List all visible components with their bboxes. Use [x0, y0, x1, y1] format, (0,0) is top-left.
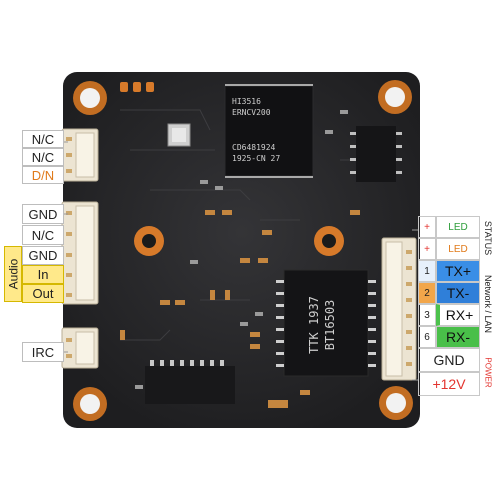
- lan-header: Network / LAN: [483, 274, 493, 334]
- label-gnd-1: GND: [22, 204, 64, 224]
- mounting-hole: [378, 80, 412, 114]
- power-12v: +12V: [418, 372, 480, 396]
- status-led-2: LED: [436, 238, 480, 260]
- soc-line-1: HI3516: [232, 97, 261, 106]
- label-gnd-2: GND: [22, 246, 64, 265]
- lan-tx-minus: TX-: [436, 282, 480, 304]
- label-day-night: D/N: [22, 166, 64, 184]
- soc-marking: HI3516 ERNCV200 CD6481924 1925-CN 27: [232, 96, 308, 164]
- label-nc-2: N/C: [22, 148, 64, 166]
- connector-irc: [61, 327, 99, 369]
- magnetic-line-2: BT16503: [323, 299, 337, 351]
- status-header: STATUS: [483, 220, 494, 256]
- power-header: POWER: [483, 356, 493, 388]
- pinout-table-right: + LED + LED STATUS 1 TX+ 2 TX- 3 RX+ 6 R…: [418, 216, 496, 396]
- label-nc-1: N/C: [22, 130, 64, 148]
- magnetic-line-1: TTK 1937: [307, 296, 321, 354]
- magnetic-marking: TTK 1937 BT16503: [306, 270, 356, 380]
- power-gnd: GND: [418, 348, 480, 372]
- lan-num-1: 1: [418, 260, 436, 282]
- lan-num-2: 2: [418, 282, 436, 304]
- connector-right: [381, 237, 417, 381]
- status-plus-2: +: [418, 238, 436, 260]
- label-nc-3: N/C: [22, 225, 64, 245]
- mounting-hole: [73, 81, 107, 115]
- lan-rx-plus: RX+: [436, 304, 480, 326]
- soc-line-4: 1925-CN 27: [232, 154, 281, 163]
- mounting-hole: [379, 386, 413, 420]
- soc-line-3: CD6481924: [232, 143, 276, 152]
- connector-middle-left: [61, 201, 99, 305]
- label-audio-out: Out: [22, 284, 64, 303]
- lan-tx-plus: TX+: [436, 260, 480, 282]
- lan-num-3: 3: [418, 304, 436, 326]
- connector-top-left: [61, 128, 99, 182]
- audio-group-label: Audio: [4, 246, 22, 302]
- lan-rx-minus: RX-: [436, 326, 480, 348]
- lan-num-6: 6: [418, 326, 436, 348]
- status-plus-1: +: [418, 216, 436, 238]
- label-audio-in: In: [22, 265, 64, 284]
- status-led-1: LED: [436, 216, 480, 238]
- audio-label-text: Audio: [6, 258, 21, 290]
- mounting-hole: [73, 387, 107, 421]
- label-irc: IRC: [22, 342, 64, 362]
- soc-line-2: ERNCV200: [232, 108, 271, 117]
